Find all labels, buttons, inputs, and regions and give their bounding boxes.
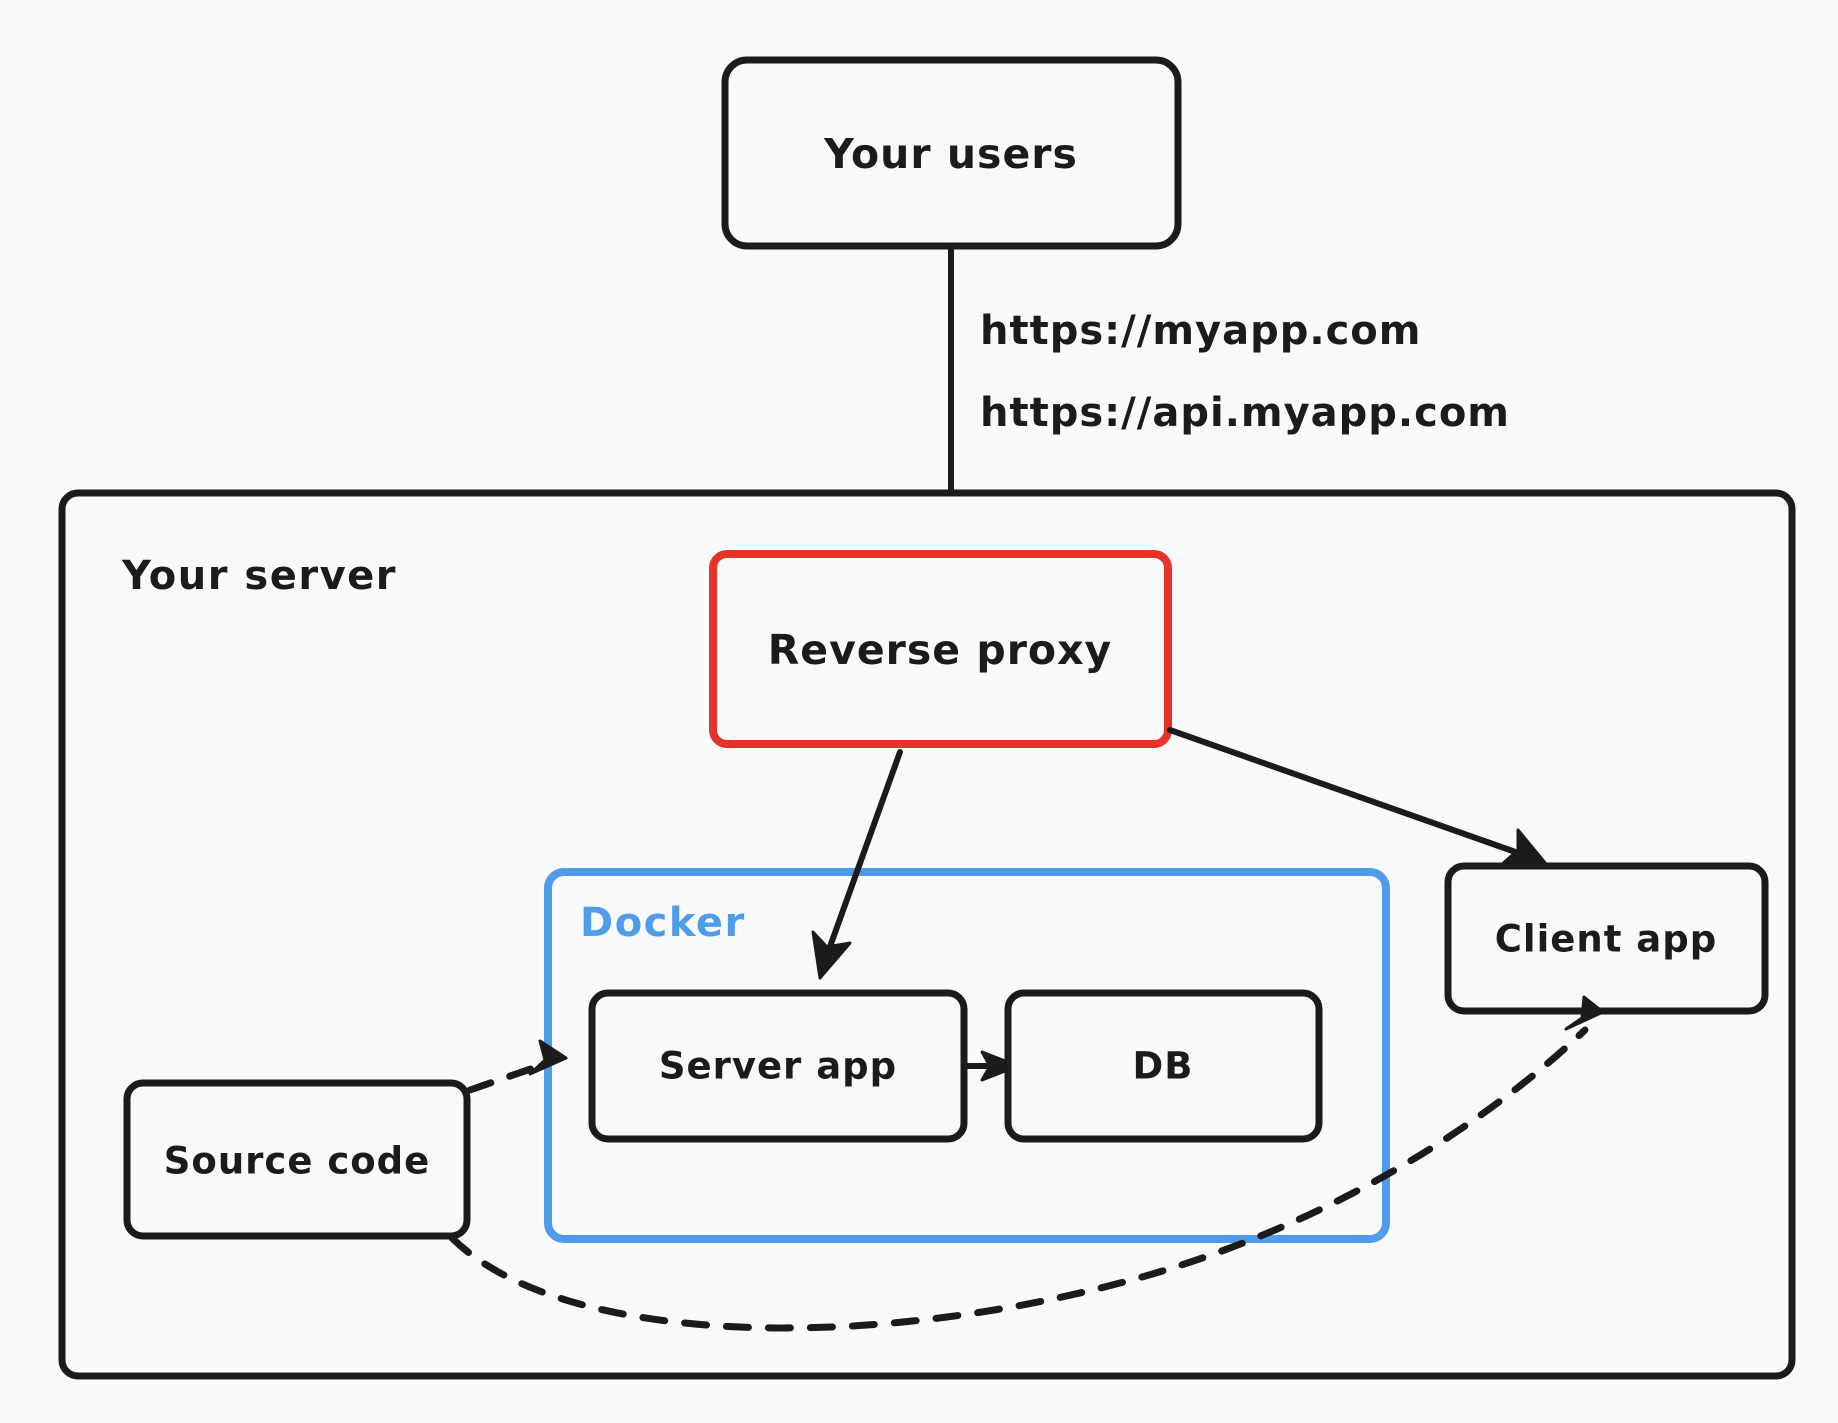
proxy-serverapp-line [824,749,903,958]
proxy-serverapp-arrowhead [811,930,852,980]
client-app-box [1444,862,1769,1015]
node-your-users[interactable]: Your users [721,56,1182,250]
proxy-clientapp-line [1167,727,1527,858]
db-box [1004,989,1323,1143]
node-client-app[interactable]: Client app [1444,862,1769,1015]
node-source-code[interactable]: Source code [123,1079,471,1240]
your-users-label: Your users [823,130,1078,178]
sourcecode-clientapp-arrowhead [1564,995,1605,1031]
reverse-proxy-box [709,550,1172,748]
db-label: DB [1133,1045,1194,1088]
serverapp-db-arrowhead [980,1050,1020,1082]
node-server-app[interactable]: Server app [588,989,968,1143]
source-code-label: Source code [164,1140,431,1183]
edge-server-app-to-db [963,1050,1020,1082]
your-server-label: Your server [121,553,397,599]
url-labels: https://myapp.com https://api.myapp.com [980,308,1510,436]
client-app-label: Client app [1495,918,1717,961]
edge-reverse-proxy-to-server-app [811,749,903,980]
url-label-api: https://api.myapp.com [980,390,1510,436]
server-app-label: Server app [659,1045,897,1088]
source-code-box [123,1079,471,1240]
docker-label: Docker [580,900,746,946]
reverse-proxy-label: Reverse proxy [768,626,1113,674]
sourcecode-serverapp-arrowhead [528,1039,568,1076]
node-db[interactable]: DB [1004,989,1323,1143]
sourcecode-serverapp-line [466,1060,549,1094]
edge-source-code-to-client-app [448,995,1605,1332]
node-reverse-proxy[interactable]: Reverse proxy [709,550,1172,748]
sourcecode-clientapp-curve [448,1026,1589,1332]
url-label-app: https://myapp.com [980,308,1421,354]
edge-source-code-to-server-app [466,1039,568,1094]
